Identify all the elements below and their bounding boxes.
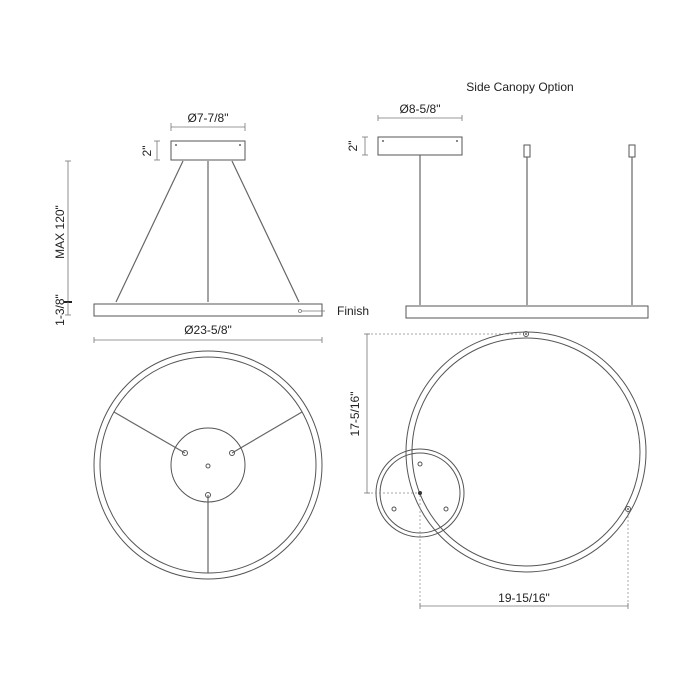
side-canopy-title: Side Canopy Option (466, 80, 573, 94)
finish-label: Finish (337, 304, 369, 318)
offset-vertical-label: 17-5/16" (348, 392, 362, 437)
canopy (170, 140, 246, 161)
canopy-height-label: 2" (140, 146, 154, 157)
ring-diameter-label: Ø23-5/8" (184, 323, 232, 337)
ring-side (93, 303, 323, 317)
right-plan-view: 17-5/16" 19-15/16" (348, 331, 647, 609)
left-plan-view (93, 350, 323, 580)
ring-side-right (405, 305, 649, 319)
right-elevation: Side Canopy Option Ø8-5/8" 2" (346, 80, 649, 319)
canopy-height-right-label: 2" (346, 141, 360, 152)
left-elevation: Ø7-7/8" 2" Finish MAX 120" 1-3/8" Ø23-5/… (53, 111, 369, 343)
offset-horizontal-label: 19-15/16" (498, 591, 550, 605)
canopy-diameter-label: Ø7-7/8" (188, 111, 229, 125)
max-height-label: MAX 120" (53, 205, 67, 259)
ring-height-label: 1-3/8" (53, 294, 67, 326)
canopy-diameter-right-label: Ø8-5/8" (400, 102, 441, 116)
canopy-right (377, 136, 463, 156)
